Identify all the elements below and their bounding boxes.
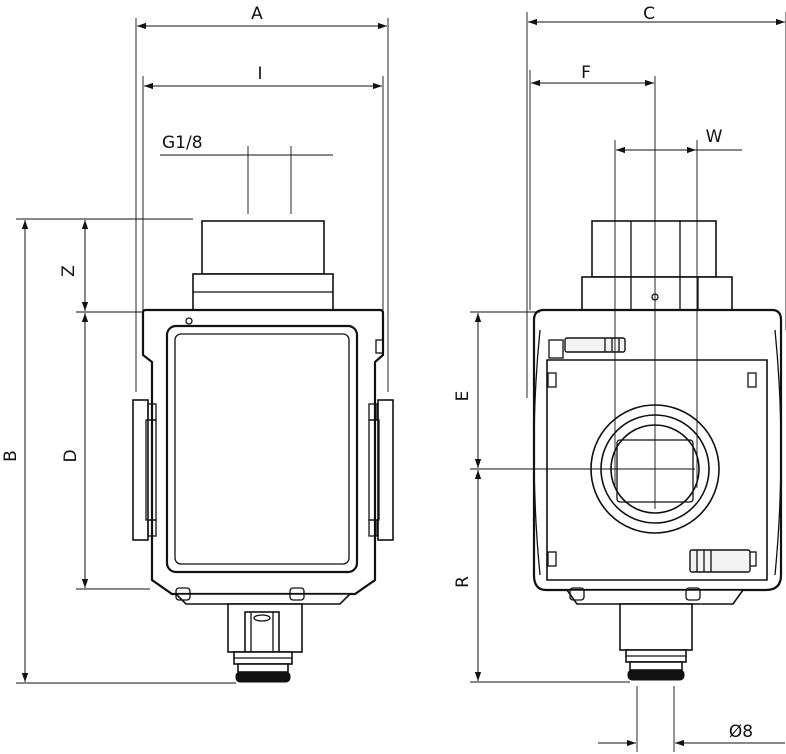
label-e: E bbox=[453, 391, 473, 402]
side-fitting-collet bbox=[627, 669, 685, 681]
label-r: R bbox=[453, 576, 473, 588]
front-bottom-ring bbox=[174, 593, 352, 605]
label-z: Z bbox=[59, 265, 79, 277]
side-top-slider bbox=[564, 337, 626, 353]
side-view: C F W E R Ø8 bbox=[453, 4, 786, 752]
side-top-nut bbox=[581, 276, 733, 311]
side-bottom-slider bbox=[689, 549, 751, 573]
front-view: A I G1/8 Z B D bbox=[1, 4, 394, 684]
front-top-port bbox=[201, 220, 325, 275]
side-drain bbox=[619, 603, 693, 651]
front-left-bracket bbox=[132, 399, 149, 541]
label-w: W bbox=[706, 127, 723, 147]
label-c: C bbox=[643, 4, 655, 24]
label-b: B bbox=[1, 450, 21, 462]
label-g18: G1/8 bbox=[162, 133, 203, 153]
front-drain-nut bbox=[244, 611, 280, 653]
label-i: I bbox=[257, 64, 262, 84]
front-right-bracket bbox=[377, 399, 394, 541]
label-f: F bbox=[581, 63, 591, 83]
front-fitting-collet bbox=[235, 671, 291, 683]
label-d: D bbox=[61, 449, 81, 462]
label-a: A bbox=[251, 4, 263, 24]
front-cover bbox=[165, 324, 359, 574]
label-o8: Ø8 bbox=[729, 722, 753, 742]
